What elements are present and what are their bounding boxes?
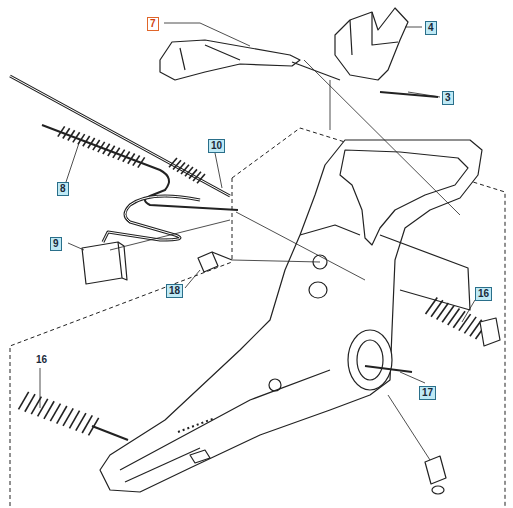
spring-coil (88, 138, 95, 148)
callout-number: 8 (57, 182, 69, 196)
spring-coil (58, 126, 65, 136)
spring-coil (108, 146, 115, 156)
spring-coil (89, 418, 99, 436)
spring-coil (98, 142, 105, 152)
spring-coil (128, 153, 135, 163)
callout-number: 4 (425, 21, 437, 35)
callout-number: 16 (34, 354, 49, 366)
spring-coil (83, 136, 90, 146)
spring-coil (68, 130, 75, 140)
spring-coil (197, 174, 205, 183)
callout-number: 3 (442, 91, 454, 105)
spring-coil (103, 144, 110, 154)
spring-coil (123, 152, 130, 162)
spring-coil (118, 150, 125, 160)
spring-coil (133, 155, 140, 165)
callout-number: 9 (50, 237, 62, 251)
callout-number: 18 (166, 284, 183, 298)
callout-number: 7 (147, 17, 159, 31)
spring-coil (63, 128, 70, 138)
callout-number: 16 (475, 287, 492, 301)
spring-coil (113, 148, 120, 158)
spring-coil (73, 132, 80, 142)
spring-coil (138, 157, 145, 167)
spring-coil (93, 140, 100, 150)
callout-number: 10 (208, 139, 225, 153)
callout-number: 17 (419, 386, 436, 400)
